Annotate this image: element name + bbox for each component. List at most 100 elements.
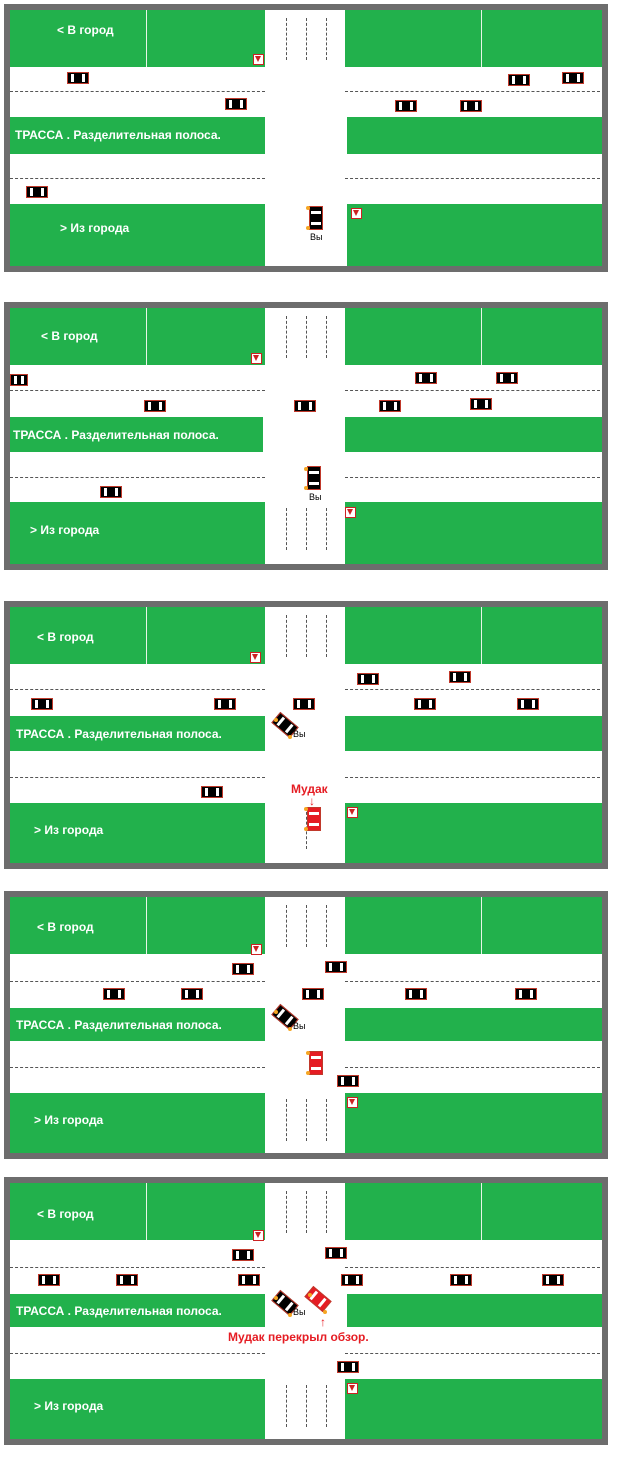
lane-line — [10, 1067, 265, 1068]
car-icon — [337, 1075, 359, 1087]
car-icon — [100, 486, 122, 498]
median-left: ТРАССА . Разделительная полоса. — [10, 417, 263, 452]
grass-bottom-right — [345, 1379, 602, 1439]
turn-signal-icon — [274, 718, 278, 722]
lane-line — [326, 615, 327, 657]
car-icon — [460, 100, 482, 112]
lane-line — [326, 18, 327, 60]
lane-line — [286, 18, 287, 60]
lane-line — [345, 1267, 600, 1268]
lane-line — [10, 178, 265, 179]
car-icon — [508, 74, 530, 86]
label-divider: ТРАССА . Разделительная полоса. — [16, 727, 222, 741]
label-you: Вы — [293, 1021, 306, 1031]
yield-sign-icon — [345, 507, 356, 518]
car-icon — [67, 72, 89, 84]
turn-signal-icon — [288, 735, 292, 739]
car-icon — [517, 698, 539, 710]
grass-bottom-right — [345, 502, 602, 564]
turn-signal-icon — [288, 1313, 292, 1317]
lane-line — [286, 615, 287, 657]
label-from-city: > Из города — [30, 523, 100, 537]
road-scene: < В город ТРАССА . Разделительная полоса… — [10, 607, 602, 863]
median-right — [345, 1008, 602, 1041]
car-icon — [325, 1247, 347, 1259]
lane-line — [286, 1191, 287, 1233]
yield-sign-icon — [253, 54, 264, 65]
lane-line — [306, 18, 307, 60]
lane-line — [345, 477, 600, 478]
car-icon — [31, 698, 53, 710]
grass-top-left: < В город — [10, 1183, 265, 1240]
road-scene: < В город ТРАССА . Разделительная полоса… — [10, 897, 602, 1153]
median-left: ТРАССА . Разделительная полоса. — [10, 716, 265, 751]
lane-line — [306, 905, 307, 947]
scene-panel-3: < В город ТРАССА . Разделительная полоса… — [4, 601, 608, 869]
car-icon — [379, 400, 401, 412]
turn-signal-icon — [306, 1051, 310, 1055]
label-blocked: Мудак перекрыл обзор. — [228, 1330, 369, 1344]
lane-line — [326, 1099, 327, 1141]
lane-line — [345, 91, 600, 92]
grass-top-left: < В город — [10, 308, 265, 365]
turn-signal-icon — [304, 827, 308, 831]
label-divider: ТРАССА . Разделительная полоса. — [16, 1304, 222, 1318]
turn-signal-icon — [323, 1310, 327, 1314]
lane-line — [10, 777, 265, 778]
car-icon — [304, 1285, 332, 1313]
lane-line — [326, 508, 327, 550]
lane-line — [306, 615, 307, 657]
car-icon — [10, 374, 28, 386]
scene-panel-4: < В город ТРАССА . Разделительная полоса… — [4, 891, 608, 1159]
car-icon — [496, 372, 518, 384]
lane-line — [306, 1099, 307, 1141]
lane-line — [326, 1191, 327, 1233]
scene-panel-2: < В город ТРАССА . Разделительная полоса… — [4, 302, 608, 570]
car-icon — [307, 466, 321, 490]
grass-bottom-right — [347, 204, 602, 266]
grass-bottom-right — [345, 1093, 602, 1153]
car-icon — [232, 963, 254, 975]
car-icon — [38, 1274, 60, 1286]
label-you: Вы — [293, 1307, 306, 1317]
car-icon — [144, 400, 166, 412]
turn-signal-icon — [304, 807, 308, 811]
grass-top-left: < В город — [10, 10, 265, 67]
lane-line — [306, 508, 307, 550]
car-icon — [515, 988, 537, 1000]
yield-sign-icon — [251, 944, 262, 955]
car-icon — [337, 1361, 359, 1373]
label-from-city: > Из города — [60, 221, 130, 235]
lane-line — [286, 316, 287, 358]
car-icon — [214, 698, 236, 710]
grass-top-right — [345, 308, 602, 365]
lane-line — [345, 1067, 600, 1068]
car-icon — [562, 72, 584, 84]
lane-line — [306, 1385, 307, 1427]
car-icon — [470, 398, 492, 410]
car-icon — [542, 1274, 564, 1286]
label-jerk: Мудак — [291, 782, 328, 796]
car-icon — [181, 988, 203, 1000]
lane-line — [10, 91, 265, 92]
lane-line — [286, 508, 287, 550]
grass-bottom-left: > Из города — [10, 204, 265, 266]
turn-signal-icon — [288, 1027, 292, 1031]
yield-sign-icon — [347, 807, 358, 818]
yield-sign-icon — [347, 1097, 358, 1108]
turn-signal-icon — [304, 467, 308, 471]
label-divider: ТРАССА . Разделительная полоса. — [13, 428, 219, 442]
lane-line — [286, 1385, 287, 1427]
turn-signal-icon — [306, 206, 310, 210]
label-divider: ТРАССА . Разделительная полоса. — [16, 1018, 222, 1032]
label-to-city: < В город — [57, 23, 114, 37]
turn-signal-icon — [304, 486, 308, 490]
lane-line — [10, 1353, 265, 1354]
scene-panel-5: < В город ТРАССА . Разделительная полоса… — [4, 1177, 608, 1445]
lane-line — [345, 981, 600, 982]
median-right — [345, 417, 602, 452]
yield-sign-icon — [253, 1230, 264, 1241]
lane-line — [345, 689, 600, 690]
label-to-city: < В город — [37, 630, 94, 644]
car-icon — [26, 186, 48, 198]
